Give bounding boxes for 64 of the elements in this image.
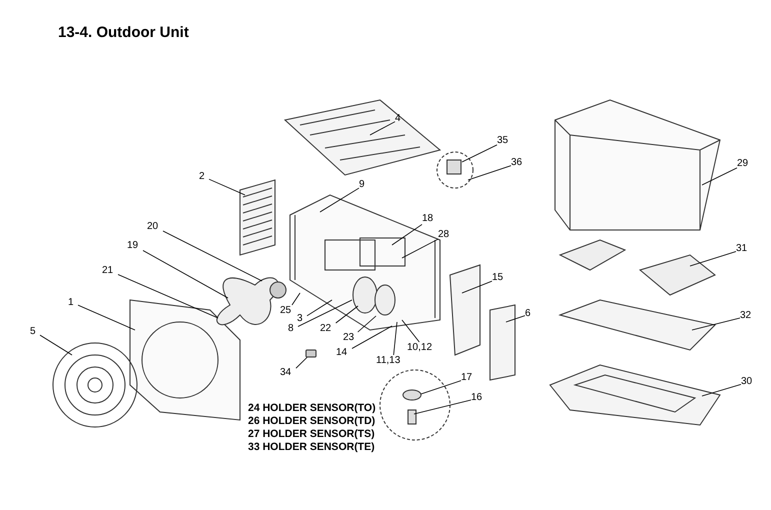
leader-line (393, 322, 398, 356)
callout-number: 4 (395, 113, 401, 125)
callout-number: 16 (471, 392, 482, 404)
callout-number: 5 (30, 326, 36, 338)
leader-line (702, 384, 742, 396)
callout-number: 17 (461, 372, 472, 384)
part-note: 33 HOLDER SENSOR(TE) (248, 441, 375, 454)
leader-line (692, 318, 740, 330)
callout-number: 25 (280, 305, 292, 317)
leader-line (462, 144, 498, 162)
callout-number: 32 (740, 310, 752, 322)
leader-line (702, 168, 738, 186)
leader-line (506, 315, 526, 322)
callout-number: 18 (422, 213, 434, 225)
callout-number: 3 (297, 313, 303, 325)
callout-number: 2 (199, 171, 205, 183)
callout-number: 11,13 (376, 355, 400, 367)
callout-number: 30 (741, 376, 752, 388)
leader-line (298, 300, 352, 327)
callout-number: 22 (320, 323, 332, 335)
leader-line (40, 334, 72, 356)
leader-line (414, 400, 472, 414)
leader-line (402, 238, 438, 258)
title: 13-4. Outdoor Unit (58, 24, 189, 41)
callout-number: 21 (102, 265, 114, 277)
leader-line (320, 188, 360, 212)
leader-line (352, 326, 392, 349)
leader-line (357, 316, 376, 332)
callout-number: 23 (343, 332, 354, 344)
callout-number: 1 (68, 297, 74, 309)
callout-number: 15 (492, 272, 504, 284)
leader-line (142, 250, 228, 298)
leader-line (296, 356, 308, 369)
leader-line (162, 230, 262, 282)
callout-number: 10,12 (407, 342, 432, 354)
leader-line (208, 178, 246, 196)
small-part-box (306, 350, 316, 358)
leader-line (420, 380, 462, 394)
part-note: 27 HOLDER SENSOR(TS) (248, 428, 375, 441)
leader-line (118, 274, 218, 318)
leader-line (392, 224, 422, 246)
leader-line (78, 304, 136, 330)
part-note: 26 HOLDER SENSOR(TD) (248, 415, 376, 428)
callout-number: 20 (147, 221, 158, 233)
callout-number: 31 (736, 243, 748, 255)
leader-line (462, 280, 492, 294)
leader-line (402, 320, 420, 342)
leader-line (690, 251, 736, 266)
callout-number: 8 (288, 323, 294, 335)
callout-number: 9 (359, 179, 365, 191)
leader-line (292, 292, 300, 306)
part-note: 24 HOLDER SENSOR(TO) (248, 402, 376, 415)
callout-number: 36 (511, 157, 522, 169)
callout-number: 6 (525, 308, 531, 320)
callout-number: 34 (280, 367, 292, 379)
leader-line (335, 306, 358, 324)
leader-line (370, 121, 396, 136)
callout-number: 28 (438, 229, 450, 241)
callout-number: 19 (127, 240, 138, 252)
callout-number: 35 (497, 135, 508, 147)
callout-number: 14 (336, 347, 348, 359)
leader-line (468, 165, 512, 180)
callout-number: 29 (737, 158, 748, 170)
leader-line (306, 300, 332, 316)
